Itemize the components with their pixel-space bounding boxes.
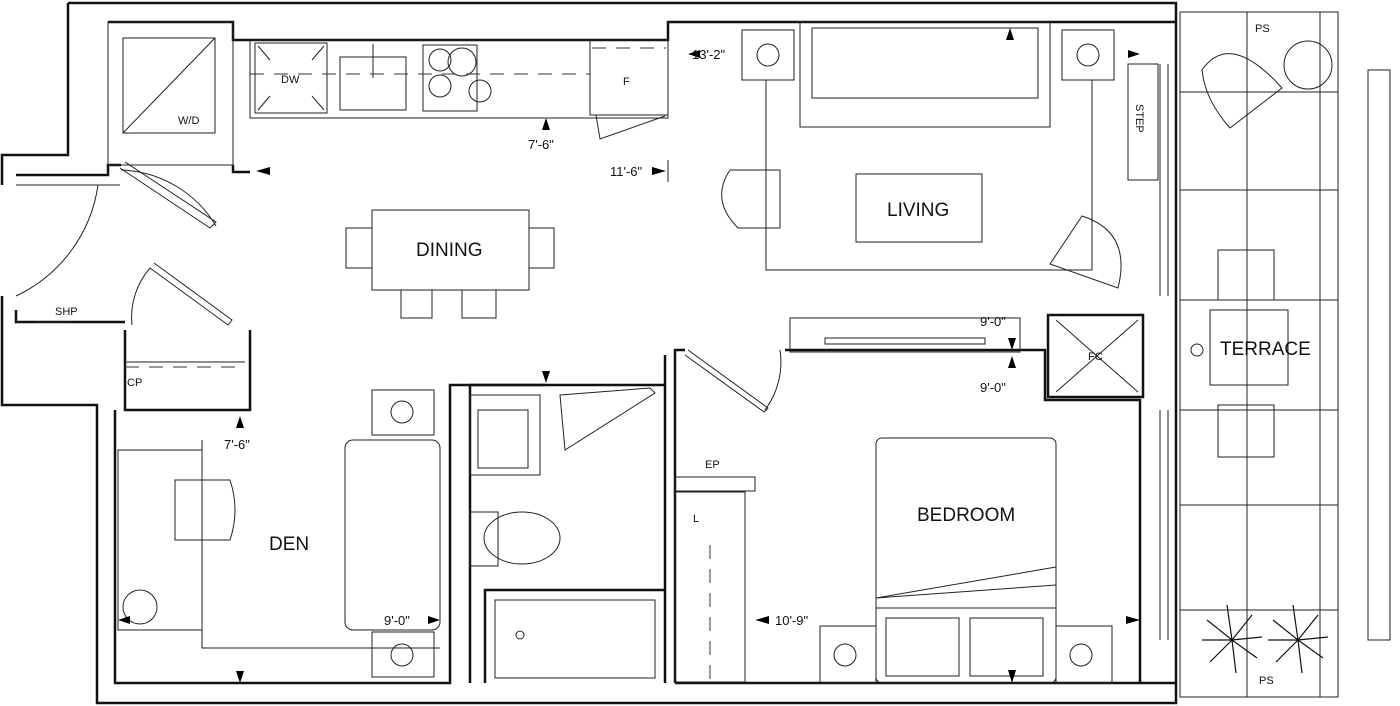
fridge-label: F [623, 76, 630, 88]
entry-door-swing [15, 184, 99, 297]
den-label: DEN [269, 534, 309, 555]
shoe-closet-label: SHP [55, 306, 78, 318]
wardrobe [789, 317, 1021, 353]
coffee-table [855, 173, 983, 243]
den-sofa [344, 439, 441, 631]
dining-label: DINING [416, 240, 483, 261]
dim-bedroom-depth-top: 9'-0" [980, 314, 1006, 329]
step [1127, 63, 1159, 181]
closet-door-swing [120, 169, 217, 227]
planter-top-label: PS [1255, 23, 1270, 35]
planter-bottom-label: PS [1259, 675, 1274, 687]
terrace-railing [1367, 69, 1391, 641]
dim-living-width: 13'-2" [692, 47, 726, 62]
terrace [1179, 11, 1339, 698]
terrace-lounge-chair [1201, 53, 1283, 129]
linen-label: L [693, 513, 699, 525]
linen-closet [674, 491, 746, 683]
dining-table [371, 209, 530, 291]
dishwasher-label: DW [281, 74, 300, 86]
step-label: STEP [1133, 104, 1145, 133]
washer-dryer-label: W/D [178, 115, 199, 127]
dim-bedroom-width: 10'-9" [775, 613, 809, 628]
nightstand-left [819, 625, 877, 684]
nightstand-right [1055, 625, 1113, 684]
lamp-table-left [741, 29, 795, 81]
desk-chair [174, 479, 236, 541]
terrace-table [1209, 309, 1289, 386]
exterior-wall-inner [14, 20, 1176, 324]
plant-icon [1202, 604, 1329, 674]
dim-den-depth: 7'-6" [224, 437, 250, 452]
toilet [483, 511, 561, 565]
terrace-chair-top [1217, 249, 1275, 301]
terrace-chair-bottom [1217, 404, 1275, 458]
den-lamp-table-bottom [371, 631, 435, 678]
lamp-table-right [1061, 29, 1115, 81]
sofa [799, 21, 1051, 128]
dishwasher [254, 42, 328, 114]
dim-bedroom-depth-bottom: 9'-0" [980, 380, 1006, 395]
bathtub [494, 599, 656, 679]
dim-den-width: 9'-0" [384, 613, 410, 628]
dim-living-depth: 11'-6" [610, 164, 643, 179]
bath-door [559, 387, 656, 451]
fridge [589, 39, 669, 116]
closet-door [119, 161, 217, 229]
armchair-left [721, 169, 781, 229]
exterior-wall [0, 1, 1178, 705]
dim-kitchen-depth: 7'-6" [528, 137, 554, 152]
coat-closet-label: CP [127, 377, 142, 389]
floor-lamp [122, 589, 158, 625]
den-lamp-table-top [371, 389, 435, 436]
kitchen-counter [249, 39, 669, 119]
laundry-closet [107, 21, 234, 166]
fan-coil-label: FC [1088, 351, 1103, 363]
electrical-panel-label: EP [705, 459, 720, 471]
washer-dryer [122, 37, 216, 134]
fan-coil-closet [1046, 313, 1145, 399]
cooktop [422, 44, 478, 112]
electrical-panel [674, 476, 756, 492]
vanity [469, 394, 541, 476]
planter-round [1283, 40, 1333, 90]
terrace-label: TERRACE [1220, 339, 1311, 360]
living-label: LIVING [887, 200, 949, 221]
armchair-right [1049, 215, 1122, 289]
bedroom-label: BEDROOM [917, 505, 1015, 526]
bed [875, 437, 1057, 684]
